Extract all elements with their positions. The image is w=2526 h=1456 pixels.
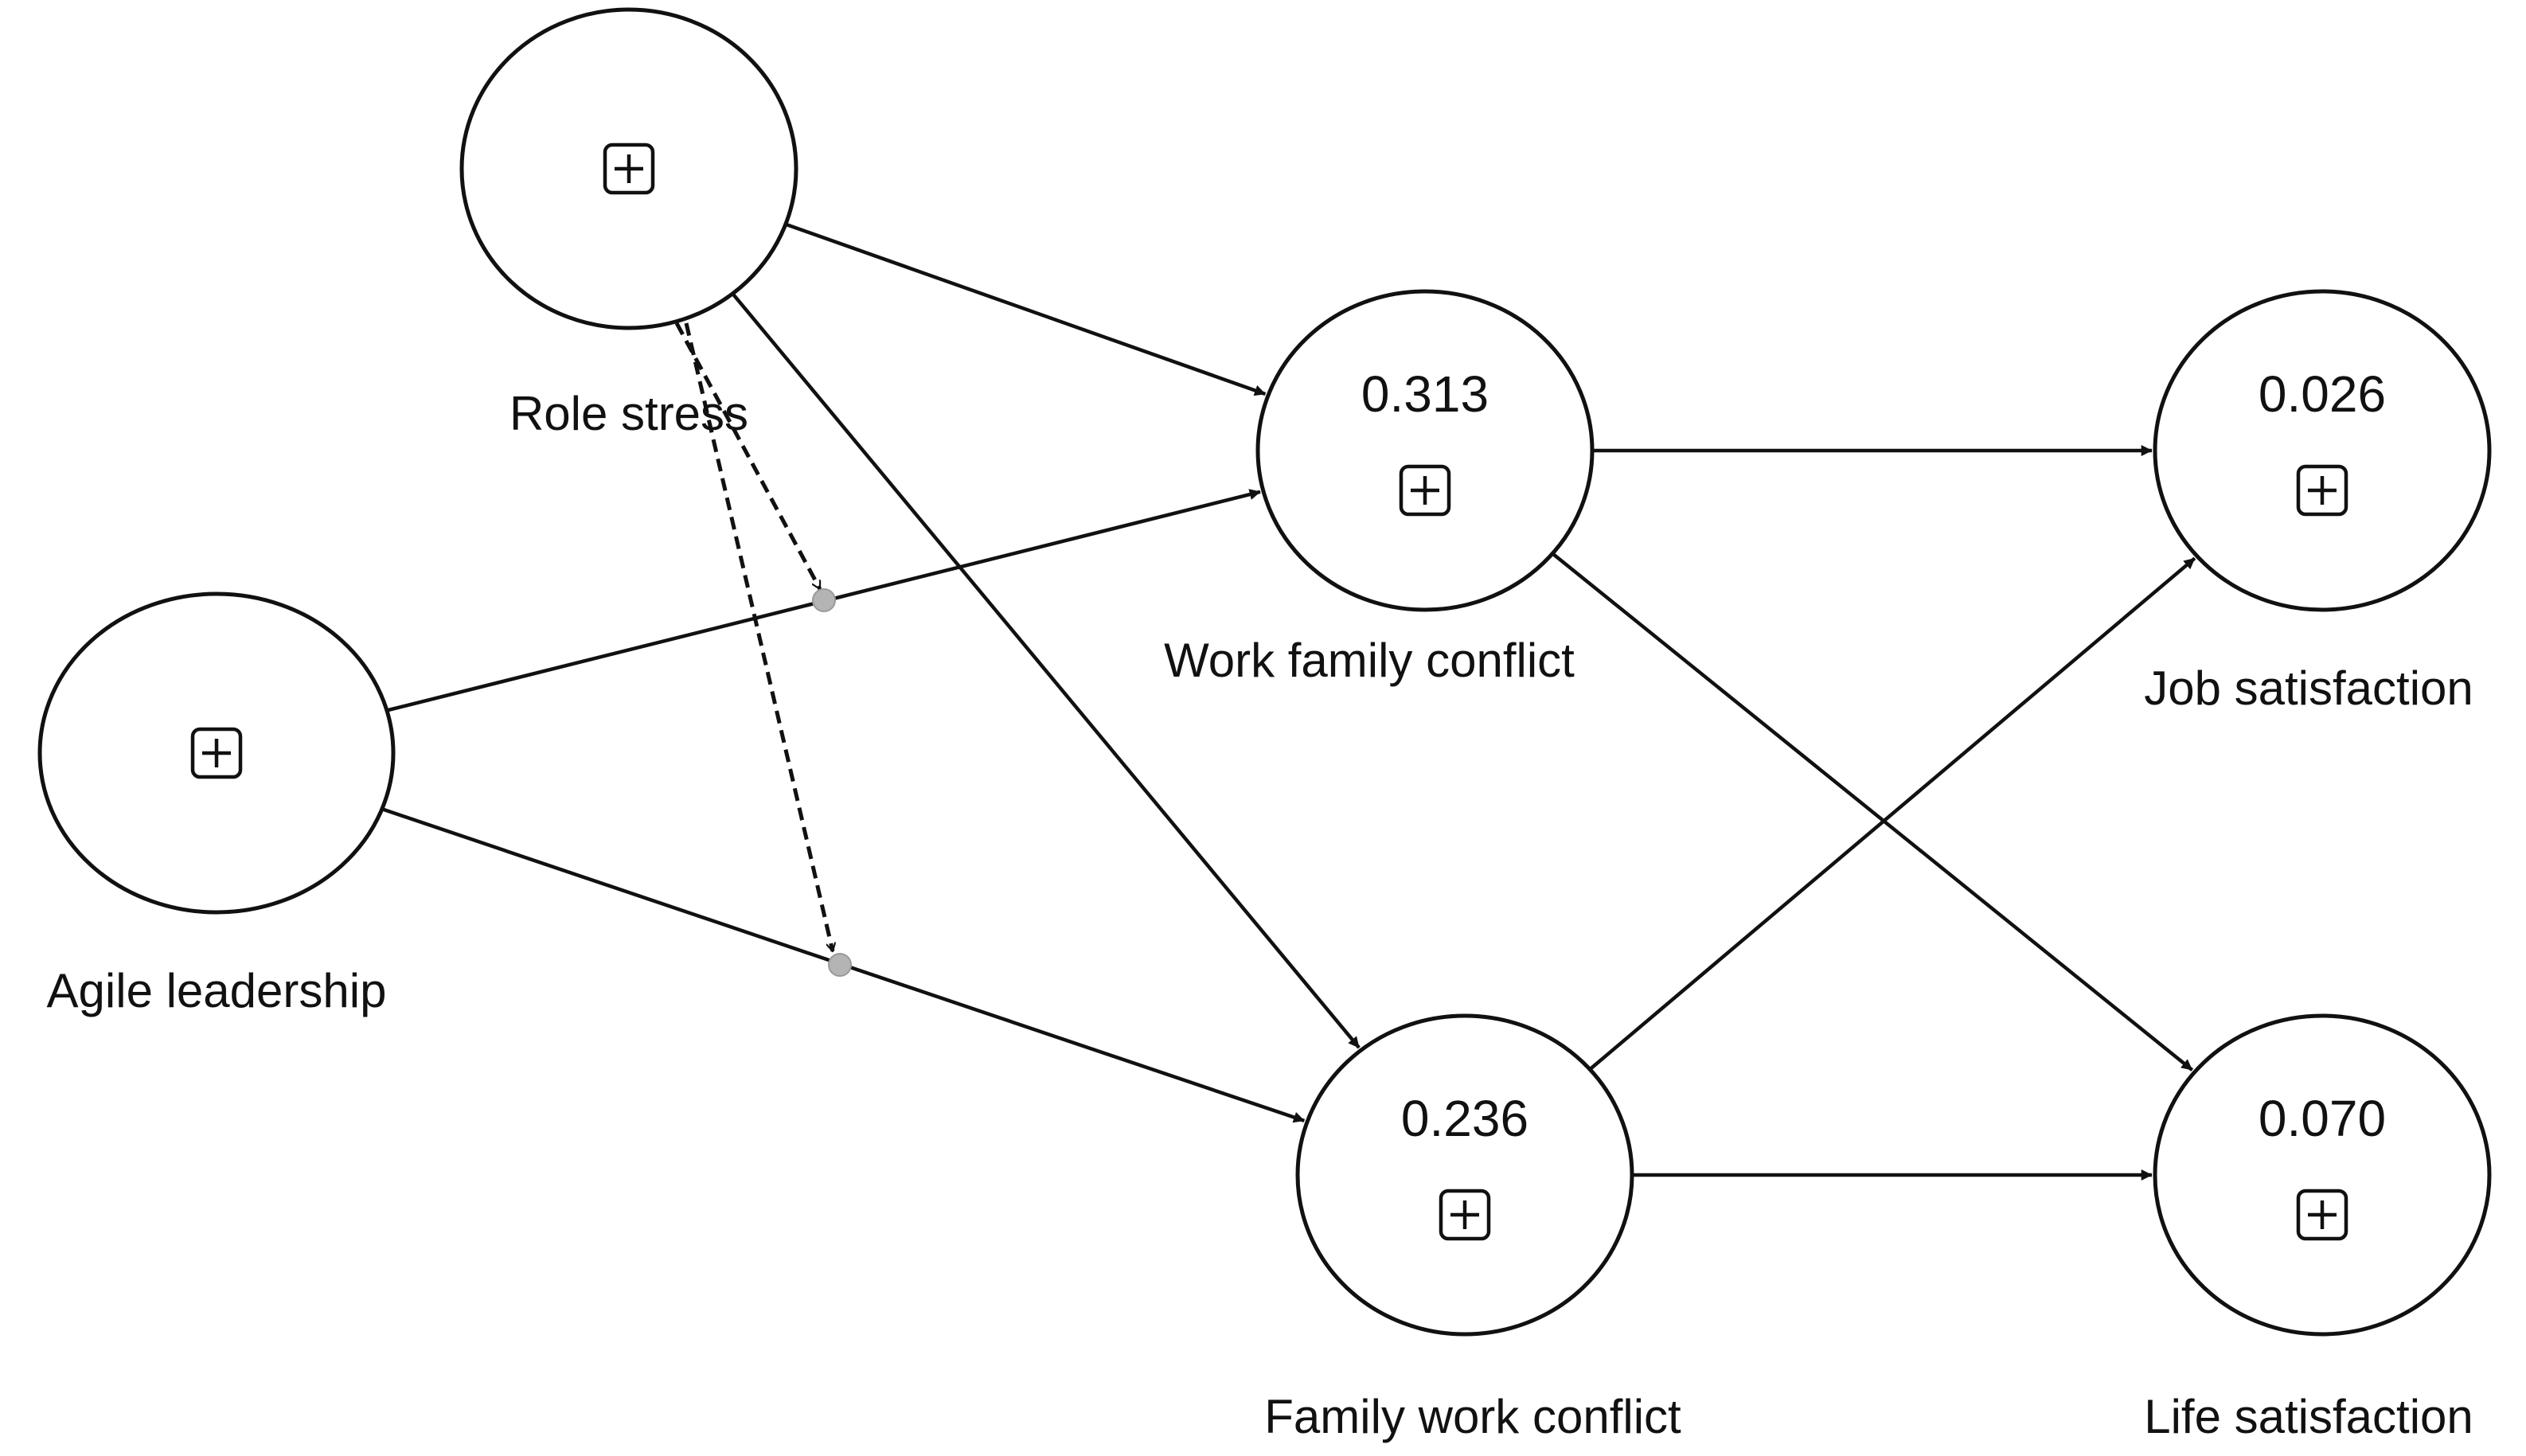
r-squared-value: 0.236 (1401, 1090, 1528, 1147)
expand-plus-icon[interactable] (1439, 1189, 1491, 1241)
moderation-point-2[interactable] (828, 953, 852, 977)
construct-label: Agile leadership (47, 964, 387, 1017)
construct-agile-leadership[interactable]: Agile leadership (37, 591, 396, 1017)
r-squared-value: 0.026 (2259, 365, 2386, 423)
expand-plus-icon[interactable] (190, 727, 243, 779)
expand-plus-icon[interactable] (2296, 464, 2348, 517)
r-squared-value: 0.070 (2259, 1090, 2386, 1147)
moderation-paths (674, 322, 852, 977)
construct-label: Family work conflict (1264, 1390, 1681, 1443)
r-squared-value: 0.313 (1361, 365, 1489, 423)
path-arrow-family-work-conflict-to-job-satisfaction (1590, 556, 2196, 1070)
construct-label: Work family conflict (1164, 634, 1575, 687)
construct-circle[interactable] (1255, 289, 1595, 612)
construct-label: Role stress (509, 387, 748, 440)
path-arrow-role-stress-to-family-work-conflict (732, 293, 1361, 1049)
moderation-point-1[interactable] (812, 588, 836, 612)
path-arrow-work-family-conflict-to-life-satisfaction (1552, 552, 2194, 1072)
construct-label: Job satisfaction (2144, 662, 2473, 715)
expand-plus-icon[interactable] (603, 142, 655, 195)
expand-plus-icon[interactable] (2296, 1189, 2348, 1241)
construct-circle[interactable] (2153, 289, 2492, 612)
path-arrow-role-stress-to-work-family-conflict (786, 223, 1267, 396)
construct-label: Life satisfaction (2144, 1390, 2473, 1443)
moderation-arrow-2 (684, 322, 833, 951)
moderation-arrow-1 (674, 322, 822, 589)
expand-plus-icon[interactable] (1399, 464, 1451, 517)
construct-circle[interactable] (2153, 1013, 2492, 1337)
construct-role-stress[interactable]: Role stress (459, 7, 798, 440)
construct-circle[interactable] (1295, 1013, 1634, 1337)
